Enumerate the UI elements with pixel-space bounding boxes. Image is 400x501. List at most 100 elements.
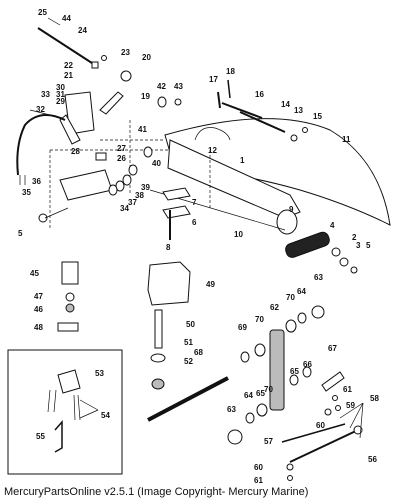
callout-20: 20 <box>142 53 151 62</box>
washer-39 <box>122 174 132 186</box>
washer-2 <box>331 247 341 257</box>
callout-6: 6 <box>192 218 197 227</box>
washer-59 <box>335 405 341 411</box>
callout-67: 67 <box>328 344 337 353</box>
bracket-49 <box>147 261 191 306</box>
lever-67 <box>321 371 345 392</box>
bushing-70a <box>254 343 266 357</box>
lower-left-parts <box>57 261 79 332</box>
callout-34: 34 <box>120 204 129 213</box>
callout-39: 39 <box>141 183 150 192</box>
callout-13: 13 <box>294 106 303 115</box>
callout-7: 7 <box>192 198 197 207</box>
callout-17: 17 <box>209 75 218 84</box>
callout-24: 24 <box>78 26 87 35</box>
cylinder-62 <box>269 329 285 411</box>
callout-44: 44 <box>62 14 71 23</box>
lever-19 <box>99 91 124 115</box>
callout-61a: 61 <box>343 385 352 394</box>
washer-42 <box>157 96 167 108</box>
washer-40 <box>128 164 138 176</box>
washer-41 <box>143 146 153 158</box>
callout-50: 50 <box>186 320 195 329</box>
rod-24 <box>37 27 96 66</box>
callout-10: 10 <box>234 230 243 239</box>
nut-46 <box>65 303 75 313</box>
callout-15: 15 <box>313 112 322 121</box>
callout-68: 68 <box>194 348 203 357</box>
upper-linkage <box>16 27 182 223</box>
callout-18: 18 <box>226 67 235 76</box>
callout-12: 12 <box>208 146 217 155</box>
callout-69: 69 <box>238 323 247 332</box>
callout-61b: 61 <box>254 476 263 485</box>
callout-30: 30 <box>56 83 65 92</box>
callout-4: 4 <box>330 221 335 230</box>
callout-21: 21 <box>64 71 73 80</box>
nut-61b <box>287 475 293 481</box>
clip-26 <box>95 152 107 161</box>
clip-60b <box>286 463 294 471</box>
clip-22 <box>91 61 99 69</box>
callout-62: 62 <box>270 303 279 312</box>
spacer-47 <box>65 292 75 302</box>
callout-59: 59 <box>346 401 355 410</box>
callout-19: 19 <box>141 92 150 101</box>
callout-2: 2 <box>352 233 357 242</box>
callout-57: 57 <box>264 437 273 446</box>
shaft-68 <box>147 376 229 422</box>
clip-60a <box>324 408 332 416</box>
nut-3 <box>339 257 349 267</box>
callout-55: 55 <box>36 432 45 441</box>
callout-5: 5 <box>366 241 371 250</box>
leader-lines <box>29 17 364 439</box>
callout-11: 11 <box>342 135 351 144</box>
callout-16: 16 <box>255 90 264 99</box>
callout-1: 1 <box>240 156 245 165</box>
bushing-70b <box>285 319 297 333</box>
washer-64 <box>297 312 307 324</box>
callout-3: 3 <box>356 241 361 250</box>
bracket-45 <box>61 261 79 285</box>
link-rod-16 <box>221 102 263 119</box>
callout-25: 25 <box>38 8 47 17</box>
link-56 <box>289 429 359 463</box>
nut-61a <box>332 395 338 401</box>
screw-58 <box>353 425 363 435</box>
inset-parts <box>47 369 81 453</box>
washer-69 <box>240 351 250 363</box>
tiller-assembly <box>49 79 391 274</box>
washer-64b <box>245 412 255 424</box>
callout-41: 41 <box>138 125 147 134</box>
callout-26: 26 <box>117 154 126 163</box>
image-caption: MercuryPartsOnline v2.5.1 (Image Copyrig… <box>4 486 309 498</box>
knob-63a <box>311 305 325 319</box>
screw-13 <box>290 134 298 142</box>
callout-27: 27 <box>117 144 126 153</box>
screw-5 <box>350 266 358 274</box>
nut-43 <box>174 98 182 106</box>
pad-48 <box>57 322 79 332</box>
callout-51: 51 <box>184 338 193 347</box>
detail-inset-box <box>7 349 123 475</box>
right-lower-assembly <box>227 305 363 481</box>
callout-14: 14 <box>281 100 290 109</box>
center-shaft <box>147 309 229 422</box>
callout-40: 40 <box>152 159 161 168</box>
link-rod-14 <box>239 111 286 133</box>
pin-18 <box>227 79 231 99</box>
callout-8: 8 <box>166 243 171 252</box>
callout-32: 32 <box>36 105 45 114</box>
washer-51 <box>150 353 166 363</box>
callout-9: 9 <box>289 205 294 214</box>
callout-47: 47 <box>34 292 43 301</box>
knob-63b <box>227 429 243 445</box>
callout-70b: 70 <box>255 315 264 324</box>
callout-65b: 65 <box>256 389 265 398</box>
bushing-66 <box>302 366 312 378</box>
callout-65a: 65 <box>290 367 299 376</box>
callout-23: 23 <box>121 48 130 57</box>
callout-37: 37 <box>128 198 137 207</box>
callout-35: 35 <box>22 188 31 197</box>
